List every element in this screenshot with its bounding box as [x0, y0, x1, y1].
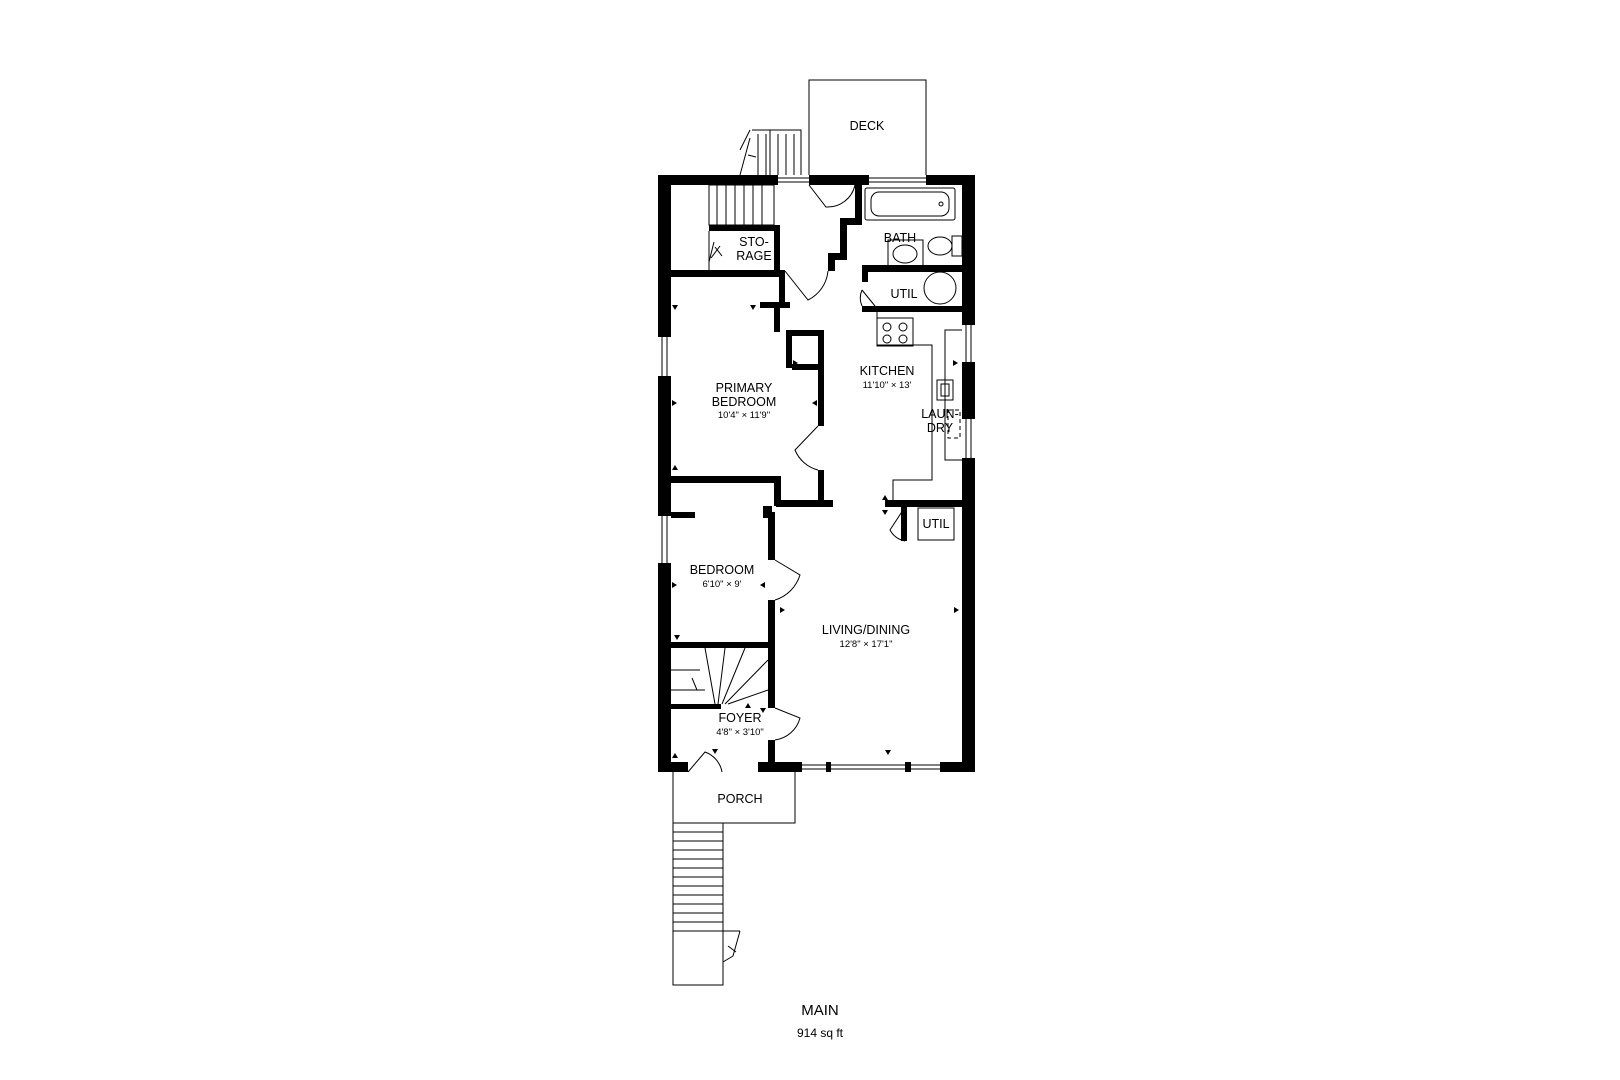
- deck-outline: [770, 79, 927, 175]
- kitchen-sink: [936, 379, 954, 401]
- primary-bedroom-label-line2: BEDROOM: [712, 395, 777, 409]
- interior-walls: [671, 175, 975, 764]
- kitchen-label: KITCHEN: [860, 364, 915, 378]
- util-lower-label: UTIL: [922, 517, 949, 531]
- bathtub: [864, 187, 956, 221]
- living-dining-label: LIVING/DINING: [822, 623, 910, 637]
- room-labels: DECK STO- RAGE BATH UTIL PRIMARY BEDROOM…: [690, 119, 959, 806]
- window-right-upper: [965, 325, 972, 362]
- deck-label: DECK: [850, 119, 885, 133]
- window-top-deck: [778, 177, 809, 183]
- kitchen-counter: [876, 312, 962, 500]
- foyer-dims: 4'8" × 3'10": [716, 727, 764, 738]
- primary-bedroom-dims: 10'4" × 11'9": [718, 410, 770, 421]
- back-stairs: [739, 129, 795, 176]
- floor-area: 914 sq ft: [797, 1026, 844, 1040]
- window-right-middle: [965, 419, 972, 458]
- laundry-label-line2: DRY: [927, 421, 954, 435]
- window-left-lower: [661, 516, 668, 563]
- doors: [687, 184, 906, 773]
- windows: [661, 177, 972, 772]
- foyer-label: FOYER: [718, 711, 761, 725]
- bath-label: BATH: [884, 231, 916, 245]
- dimension-markers: [672, 305, 959, 758]
- primary-bedroom-label-line1: PRIMARY: [716, 381, 773, 395]
- storage-label-line1: STO-: [739, 235, 769, 249]
- water-heater: [923, 271, 957, 305]
- util-upper-label: UTIL: [890, 287, 917, 301]
- bedroom-dims: 6'10" × 9': [703, 579, 742, 590]
- floor-title: MAIN: [801, 1002, 839, 1019]
- laundry-label-line1: LAUN-: [921, 407, 959, 421]
- kitchen-dims: 11'10" × 13': [863, 380, 912, 391]
- window-front: [802, 762, 940, 772]
- porch-outline: [672, 772, 796, 824]
- interior-stair-lower: [671, 647, 769, 705]
- toilet: [927, 235, 963, 257]
- stove: [876, 317, 914, 347]
- exterior-walls: [658, 175, 975, 772]
- storage-label-line2: RAGE: [736, 249, 771, 263]
- window-left-upper: [661, 337, 668, 376]
- bath-sink: [887, 239, 924, 269]
- front-stairs: [672, 822, 741, 986]
- util-lower-cabinet: [917, 507, 955, 541]
- bedroom-label: BEDROOM: [690, 563, 755, 577]
- interior-stair-upper: [708, 184, 775, 270]
- porch-label: PORCH: [717, 792, 762, 806]
- laundry-machine: [947, 409, 961, 439]
- living-dining-dims: 12'8" × 17'1": [840, 639, 893, 650]
- window-top-bath: [869, 177, 926, 183]
